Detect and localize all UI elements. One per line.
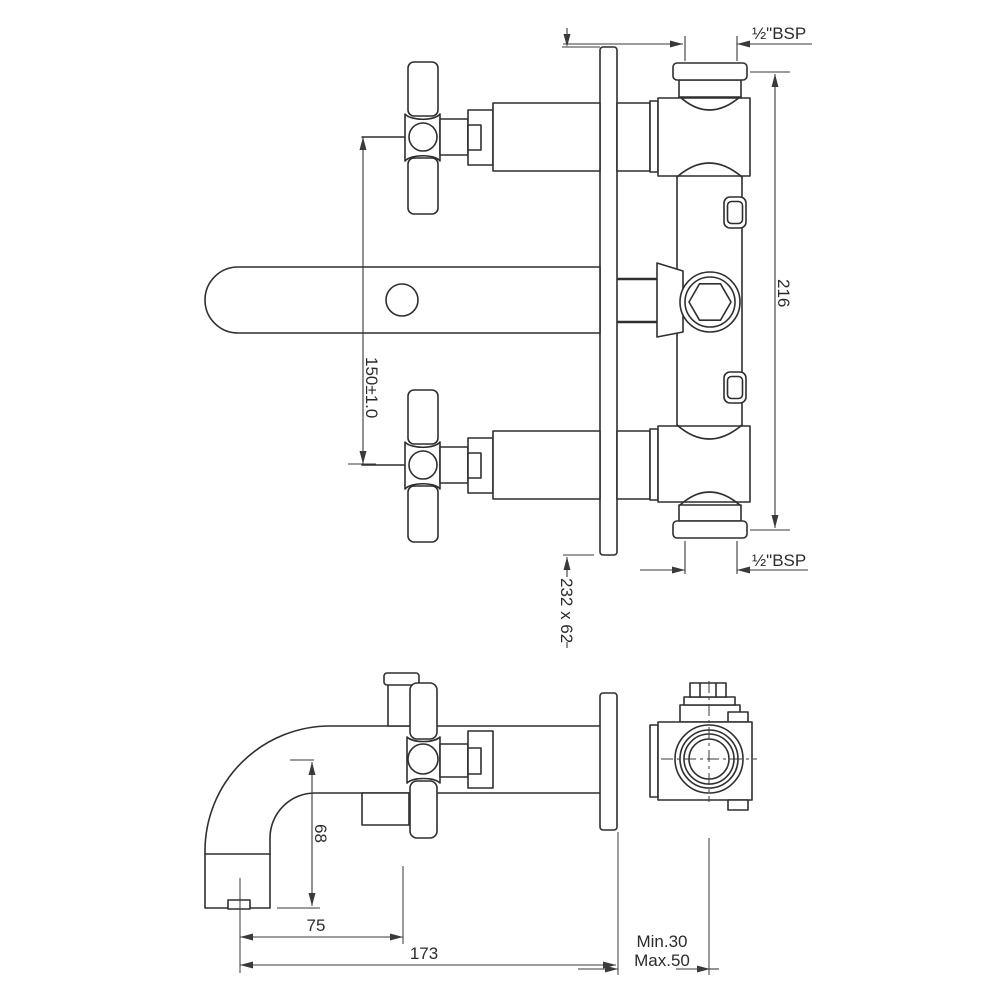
collar-notch (467, 124, 482, 151)
dim-label-inlet-bottom: ½"BSP (752, 551, 806, 570)
cartridge-body (492, 430, 601, 500)
cross-handle-side (406, 682, 494, 839)
underside-boss (361, 792, 410, 826)
dim-label-body-height: 216 (774, 279, 793, 307)
dim-label-wall-depth-min: Min.30 (636, 932, 687, 951)
dim-body-height: 216 (750, 71, 793, 531)
stem (439, 743, 469, 778)
lower-button (723, 371, 747, 404)
dim-wall-depth: Min.30 Max.50 (578, 838, 719, 975)
hub-circle (407, 743, 439, 775)
hub-circle (408, 122, 438, 152)
hex-plug-boss (679, 271, 741, 333)
bottom-cartridge-behind-wall (616, 428, 659, 501)
spout-connector (649, 724, 659, 798)
upper-arm (407, 389, 439, 445)
dim-reach: 173 (240, 832, 619, 975)
dim-spout-drop: 68 (277, 759, 330, 909)
dim-label-reach: 173 (410, 944, 438, 963)
spout-side (204, 725, 600, 910)
collar (467, 437, 494, 494)
top-cartridge-behind-wall (616, 100, 659, 173)
valve-body-front (656, 62, 751, 539)
spout-shank (617, 277, 657, 324)
lower-arm (407, 485, 439, 543)
hub-circle (408, 450, 438, 480)
bottom-tab (727, 799, 749, 811)
bottom-dome-arc (676, 424, 743, 440)
spout-boss (656, 262, 684, 338)
bottom-cross-handle (361, 389, 601, 543)
bottom-shoulder-arc (678, 491, 742, 507)
aerator (227, 899, 251, 910)
stem (439, 446, 469, 484)
collar (467, 730, 494, 789)
dim-inlet-bottom: ½"BSP (640, 541, 808, 574)
lower-arm (409, 780, 438, 839)
top-inlet-cap (672, 62, 748, 81)
dim-label-wall-depth-max: Max.50 (634, 951, 690, 970)
dim-label-handle-spacing: 150±1.0 (362, 357, 381, 418)
upper-arm (409, 682, 438, 740)
top-inlet-neck (678, 79, 742, 98)
wall-plate-side (599, 692, 618, 831)
hex-plug (688, 282, 732, 322)
lower-arm (407, 157, 439, 215)
bottom-tee-block (657, 425, 751, 503)
top-dome-arc (676, 162, 743, 178)
dim-outlet-offset: 75 (239, 866, 404, 973)
front-view-dimensions: ½"BSP 216 150±1.0 (348, 24, 812, 648)
dim-wall-plate: 232 x 62 (557, 28, 600, 648)
spout-front (204, 266, 601, 334)
wall-plate-front (599, 46, 618, 556)
side-view: 68 75 173 (204, 672, 757, 975)
diverter-knob-front (385, 283, 419, 317)
top-cross-handle (361, 61, 601, 215)
collar-notch (467, 452, 482, 479)
dim-inlet-top: ½"BSP (563, 24, 812, 61)
top-shoulder-arc (678, 95, 742, 111)
dim-label-wall-plate: 232 x 62 (557, 578, 576, 643)
bottom-inlet-neck (678, 504, 742, 522)
hex-cap (689, 682, 727, 698)
dim-label-inlet-top: ½"BSP (752, 24, 806, 43)
upper-arm (407, 61, 439, 117)
stem (439, 118, 469, 156)
top-tab (727, 711, 749, 723)
front-view: ½"BSP 216 150±1.0 (204, 24, 812, 648)
dim-handle-spacing: 150±1.0 (348, 137, 381, 465)
side-view-dimensions: 68 75 173 (239, 759, 719, 975)
dim-label-spout-drop: 68 (311, 824, 330, 843)
dim-label-outlet-offset: 75 (307, 916, 326, 935)
valve-body-side (649, 681, 757, 811)
upper-button (723, 196, 747, 229)
cartridge-body (492, 102, 601, 172)
centerlines (661, 681, 757, 802)
bottom-inlet-cap (672, 520, 748, 539)
collar-notch (467, 747, 482, 775)
